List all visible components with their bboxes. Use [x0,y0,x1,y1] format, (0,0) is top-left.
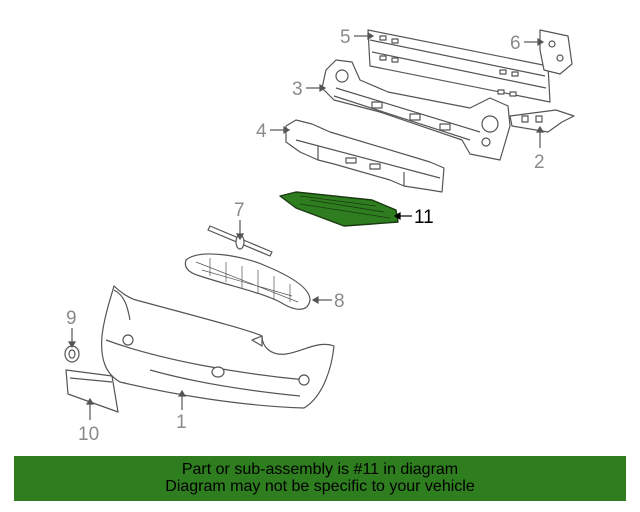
part-5-impact-bar[interactable] [367,29,551,103]
part-8-grille[interactable] [184,253,311,310]
callout-11: 11 [414,207,434,228]
part-9-plug[interactable] [64,345,80,363]
part-2-bracket[interactable] [509,109,575,133]
part-11-highlighted[interactable] [279,191,399,227]
callout-1: 1 [176,412,187,433]
part-10-plate-bracket[interactable] [65,369,119,413]
callout-5: 5 [340,27,351,48]
callout-3: 3 [292,79,303,100]
banner-line-1: Part or sub-assembly is #11 in diagram [181,461,459,478]
banner-line-2: Diagram may not be specific to your vehi… [165,478,475,495]
leader-lines [67,31,545,420]
callout-10: 10 [78,424,99,445]
callout-labels: 5 6 3 4 2 11 7 8 9 1 10 [66,27,545,445]
part-3-reinforcement[interactable] [321,59,511,161]
info-banner: Part or sub-assembly is #11 in diagram D… [14,456,626,501]
callout-9: 9 [66,308,77,329]
callout-2: 2 [534,152,545,173]
parts-diagram: 5 6 3 4 2 11 7 8 9 1 10 [64,27,575,445]
callout-4: 4 [256,121,267,142]
part-7-emblem-strip[interactable] [207,225,273,257]
callout-6: 6 [510,33,521,54]
callout-7: 7 [234,200,245,221]
part-1-bumper-cover[interactable] [101,285,335,409]
callout-8: 8 [334,291,345,312]
part-6-bracket[interactable] [539,29,573,75]
part-4-absorber[interactable] [285,119,445,193]
